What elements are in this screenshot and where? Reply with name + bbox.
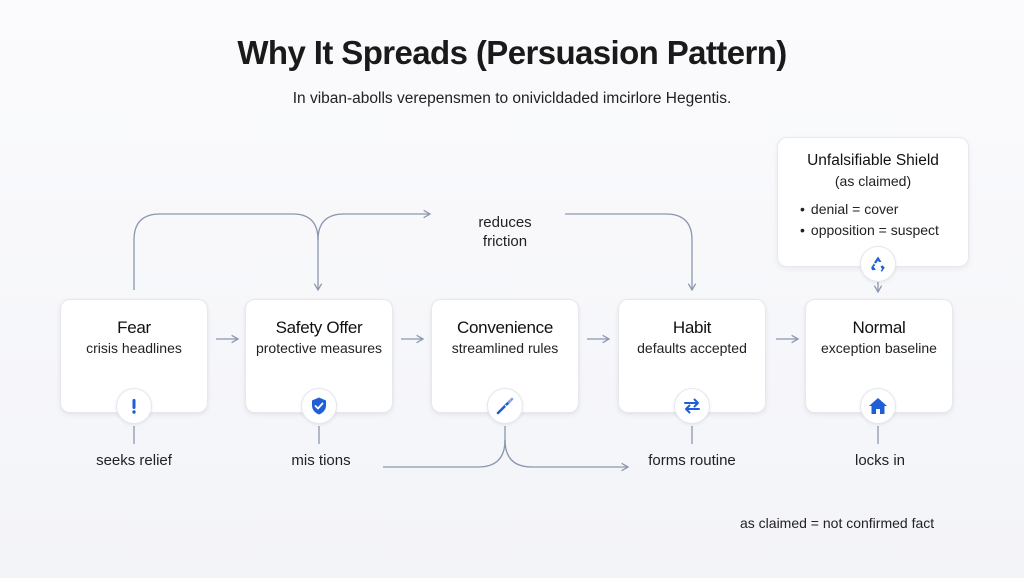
stage-subtitle: crisis headlines: [86, 340, 182, 356]
stage-subtitle: streamlined rules: [451, 340, 559, 356]
loop-fear-to-safety: [133, 213, 323, 292]
outcome-label-normal: locks in: [854, 452, 906, 469]
branch-left: [383, 439, 506, 468]
diagram-subtitle: In viban-abolls verepensmen to oniviclda…: [292, 90, 732, 107]
stage-title: Safety Offer: [275, 318, 363, 337]
stage-card-safety-offer: Safety Offer protective measures: [245, 299, 393, 413]
stage-subtitle: defaults accepted: [637, 340, 747, 356]
branch-right: [504, 439, 630, 472]
friction-label: reduces friction: [478, 214, 532, 250]
shield-subtitle: (as claimed): [834, 173, 912, 189]
unfalsifiable-shield-box: Unfalsifiable Shield (as claimed) denial…: [777, 137, 969, 267]
wand-icon: [487, 388, 523, 424]
outcome-label-habit: forms routine: [648, 452, 736, 469]
stage-subtitle: exception baseline: [821, 340, 937, 356]
friction-to-habit: [565, 213, 697, 292]
stage-title: Normal: [852, 318, 906, 337]
stage-title: Fear: [117, 318, 151, 337]
stage-subtitle: protective measures: [255, 340, 383, 356]
home-icon: [860, 388, 896, 424]
loop-top-arrow: [317, 209, 432, 241]
shield-check-icon: [301, 388, 337, 424]
shield-title: Unfalsifiable Shield: [807, 152, 939, 169]
outcome-label-fear: seeks relief: [96, 452, 172, 469]
swap-arrows-icon: [674, 388, 710, 424]
stage-title: Habit: [672, 318, 712, 337]
stage-title: Convenience: [457, 318, 553, 337]
shield-list-item: opposition = suspect: [800, 220, 968, 241]
shield-list-item: denial = cover: [800, 199, 968, 220]
outcome-label-safety-offer: mis tions: [291, 452, 351, 469]
exclamation-icon: [116, 388, 152, 424]
diagram-title: Why It Spreads (Persuasion Pattern): [237, 34, 787, 71]
footnote: as claimed = not confirmed fact: [740, 515, 935, 531]
shield-list: denial = cover opposition = suspect: [800, 199, 968, 241]
recycle-icon: [860, 246, 896, 282]
